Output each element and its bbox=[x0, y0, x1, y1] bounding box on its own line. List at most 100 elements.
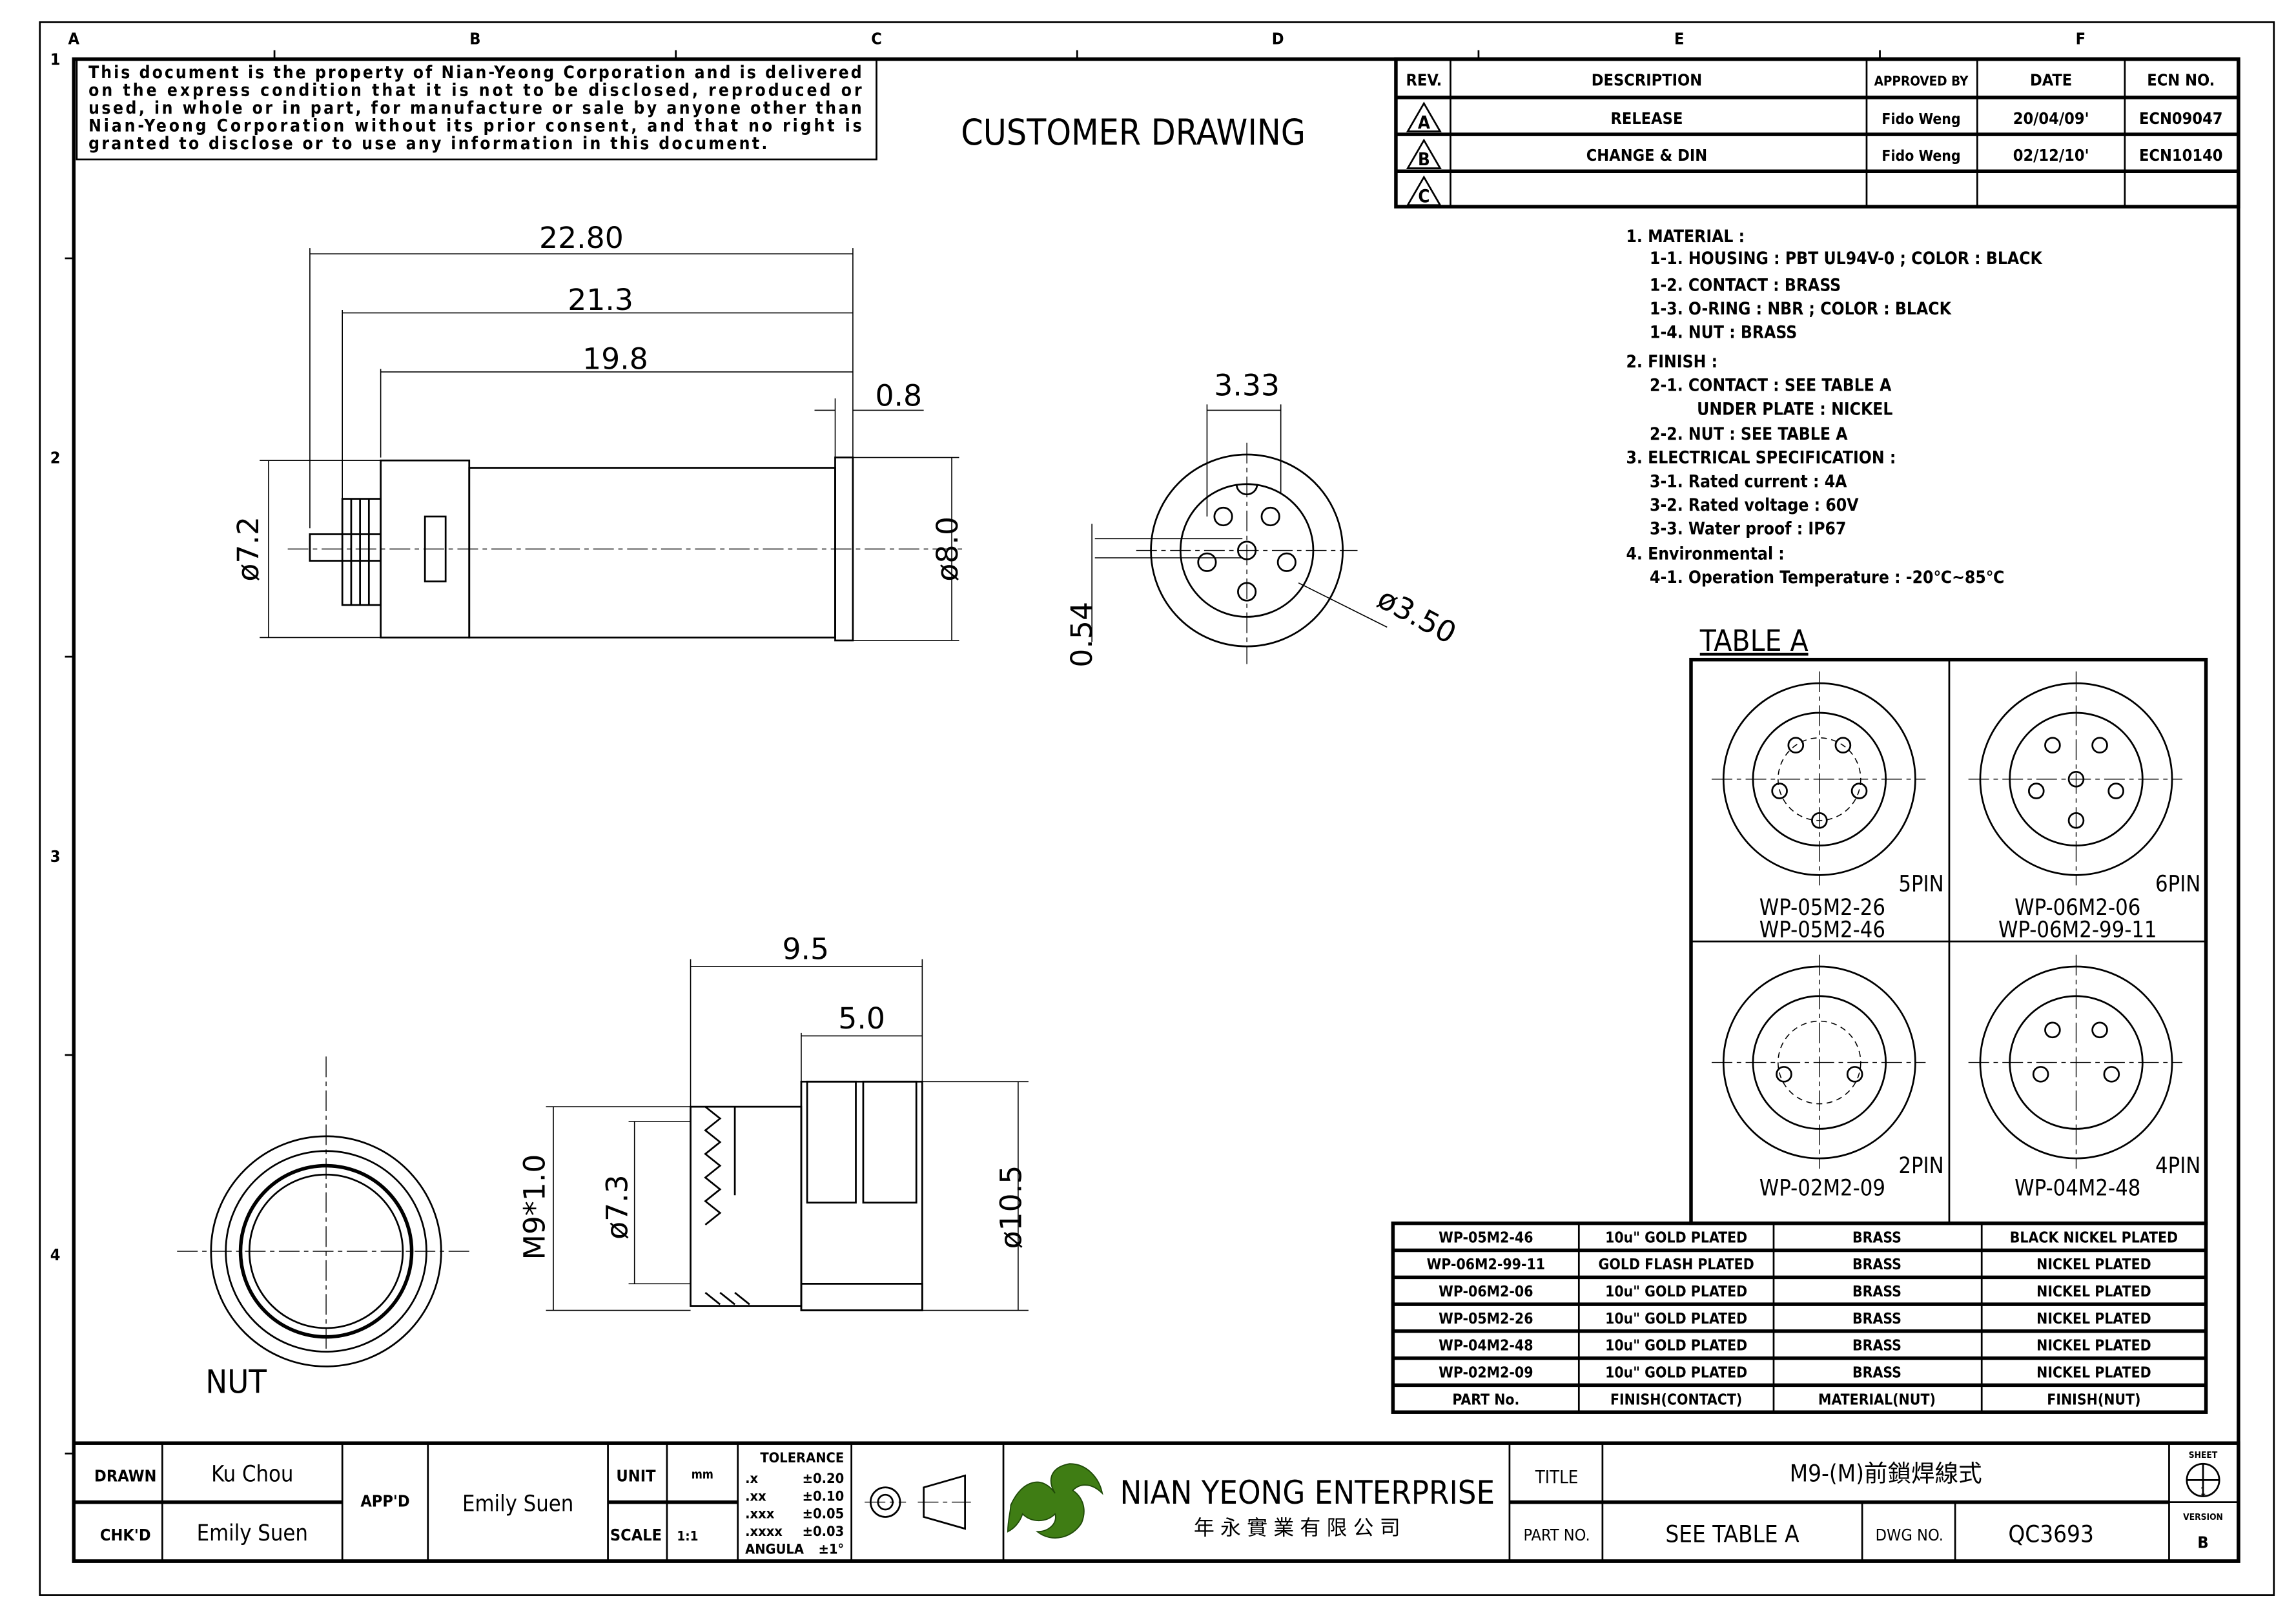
table-cell: BRASS bbox=[1852, 1229, 1901, 1246]
svg-text:2-2. NUT : SEE TABLE A: 2-2. NUT : SEE TABLE A bbox=[1650, 425, 1848, 444]
table-cell: 10u" GOLD PLATED bbox=[1605, 1338, 1747, 1355]
table-cell: WP-06M2-06 bbox=[1439, 1284, 1533, 1300]
title-block: DRAWN CHK'D APP'D UNIT SCALE mm 1:1 Ku C… bbox=[72, 1441, 2240, 1563]
svg-text:TOLERANCE: TOLERANCE bbox=[760, 1450, 844, 1466]
svg-text:SCALE: SCALE bbox=[610, 1526, 662, 1544]
table-cell: NICKEL PLATED bbox=[2036, 1284, 2151, 1300]
svg-text:3-2. Rated voltage : 60V: 3-2. Rated voltage : 60V bbox=[1650, 496, 1859, 515]
revision-table: REV. DESCRIPTION APPROVED BY DATE ECN NO… bbox=[1394, 57, 2240, 209]
svg-text:2PIN: 2PIN bbox=[1898, 1153, 1943, 1179]
svg-text:5PIN: 5PIN bbox=[1898, 871, 1943, 897]
svg-text:3.33: 3.33 bbox=[1214, 369, 1280, 403]
table-cell: 10u" GOLD PLATED bbox=[1605, 1311, 1747, 1327]
table-cell: WP-05M2-46 bbox=[1439, 1229, 1533, 1246]
pin-layout-2pin bbox=[1712, 954, 1926, 1169]
table-cell: BRASS bbox=[1852, 1364, 1901, 1381]
svg-text:PART NO.: PART NO. bbox=[1523, 1526, 1590, 1544]
svg-text:1: 1 bbox=[2200, 1485, 2206, 1497]
svg-text:Emily Suen: Emily Suen bbox=[462, 1491, 573, 1517]
svg-text:WP-02M2-09: WP-02M2-09 bbox=[1759, 1175, 1885, 1201]
svg-text:ø8.0: ø8.0 bbox=[930, 517, 965, 582]
svg-text:9.5: 9.5 bbox=[782, 932, 829, 967]
svg-text:A: A bbox=[68, 30, 80, 48]
grid-labels: A B C D E F 1 2 3 4 bbox=[50, 30, 2086, 1264]
svg-text:Nian-Yeong Corporation without: Nian-Yeong Corporation without its prior… bbox=[88, 117, 862, 136]
table-cell: 10u" GOLD PLATED bbox=[1605, 1229, 1747, 1246]
svg-text:ANGULA: ANGULA bbox=[745, 1542, 805, 1558]
svg-text:22.80: 22.80 bbox=[539, 221, 624, 255]
svg-text:±0.10: ±0.10 bbox=[803, 1488, 845, 1504]
drawing-title: CUSTOMER DRAWING bbox=[961, 112, 1306, 153]
svg-text:on the express condition tha: on the express condition that it is not … bbox=[88, 81, 862, 101]
svg-text:granted to disclose or to use: granted to disclose or to use any inform… bbox=[88, 134, 767, 154]
svg-text:B: B bbox=[1418, 150, 1430, 170]
svg-text:1-2. CONTACT : BRASS: 1-2. CONTACT : BRASS bbox=[1650, 276, 1841, 295]
pin-layout-6pin bbox=[1968, 671, 2183, 886]
svg-text:A: A bbox=[1418, 113, 1430, 133]
svg-text:WP-04M2-48: WP-04M2-48 bbox=[2014, 1175, 2140, 1201]
pin-layout-5pin bbox=[1712, 671, 1926, 886]
svg-text:CHANGE & DIN: CHANGE & DIN bbox=[1586, 146, 1707, 165]
table-header-cell: MATERIAL(NUT) bbox=[1818, 1391, 1936, 1408]
svg-text:C: C bbox=[1418, 187, 1430, 207]
svg-text:D: D bbox=[1272, 30, 1284, 48]
table-a: TABLE A 5PIN 6PIN 2PIN 4PIN WP-05M2-26 W… bbox=[1689, 624, 2208, 1225]
svg-text:M9*1.0: M9*1.0 bbox=[517, 1154, 551, 1260]
table-cell: 10u" GOLD PLATED bbox=[1605, 1364, 1747, 1381]
svg-text:Ku Chou: Ku Chou bbox=[211, 1462, 293, 1488]
svg-text:TITLE: TITLE bbox=[1535, 1468, 1579, 1488]
table-cell: BRASS bbox=[1852, 1338, 1901, 1355]
svg-text:21.3: 21.3 bbox=[568, 283, 633, 317]
table-header-cell: FINISH(NUT) bbox=[2047, 1391, 2140, 1408]
svg-text:6PIN: 6PIN bbox=[2155, 871, 2200, 897]
nut-front-view: NUT bbox=[177, 1056, 473, 1400]
svg-text:3. ELECTRICAL SPECIFICATION :: 3. ELECTRICAL SPECIFICATION : bbox=[1626, 449, 1896, 468]
table-cell: 10u" GOLD PLATED bbox=[1605, 1284, 1747, 1300]
svg-text:B: B bbox=[469, 30, 480, 48]
svg-text:4. Environmental :: 4. Environmental : bbox=[1626, 544, 1784, 564]
svg-text:Emily Suen: Emily Suen bbox=[197, 1520, 308, 1546]
svg-text:Fido Weng: Fido Weng bbox=[1881, 111, 1960, 128]
connector-side-view: 22.80 21.3 19.8 0.8 ø7.2 ø8.0 bbox=[231, 221, 967, 642]
table-cell: NICKEL PLATED bbox=[2036, 1338, 2151, 1355]
table-cell: NICKEL PLATED bbox=[2036, 1311, 2151, 1327]
svg-text:.xx: .xx bbox=[745, 1488, 766, 1504]
svg-text:1-3. O-RING : NBR ; COLOR : BL: 1-3. O-RING : NBR ; COLOR : BLACK bbox=[1650, 300, 1953, 319]
svg-text:ø7.2: ø7.2 bbox=[231, 517, 265, 582]
svg-text:M9-(M)前鎖焊線式: M9-(M)前鎖焊線式 bbox=[1790, 1460, 1982, 1488]
third-angle-projection-icon bbox=[865, 1474, 971, 1530]
svg-text:年 永 實 業 有 限 公 司: 年 永 實 業 有 限 公 司 bbox=[1194, 1515, 1400, 1540]
svg-text:NIAN YEONG ENTERPRISE: NIAN YEONG ENTERPRISE bbox=[1120, 1473, 1495, 1511]
svg-text:APP'D: APP'D bbox=[360, 1491, 409, 1510]
svg-text:SEE TABLE A: SEE TABLE A bbox=[1665, 1520, 1799, 1548]
svg-text:4PIN: 4PIN bbox=[2155, 1153, 2200, 1179]
svg-text:B: B bbox=[2197, 1533, 2208, 1551]
svg-text:WP-05M2-46: WP-05M2-46 bbox=[1759, 917, 1885, 943]
svg-text:4: 4 bbox=[50, 1245, 61, 1264]
table-cell: BRASS bbox=[1852, 1311, 1901, 1327]
svg-text:C: C bbox=[871, 30, 882, 48]
pin-layout-4pin bbox=[1968, 954, 2183, 1169]
svg-text:5.0: 5.0 bbox=[838, 1001, 885, 1036]
svg-text:.x: .x bbox=[745, 1471, 758, 1487]
table-cell: BLACK NICKEL PLATED bbox=[2010, 1229, 2178, 1246]
revision-triangle-icon bbox=[1406, 101, 1442, 207]
svg-text:UNDER PLATE : NICKEL: UNDER PLATE : NICKEL bbox=[1697, 400, 1892, 419]
svg-text:E: E bbox=[1674, 30, 1684, 48]
svg-text:ECN10140: ECN10140 bbox=[2139, 146, 2223, 165]
svg-text:QC3693: QC3693 bbox=[2008, 1520, 2094, 1548]
svg-text:02/12/10': 02/12/10' bbox=[2013, 146, 2089, 165]
parts-finish-table: WP-05M2-46 10u" GOLD PLATED BRASS BLACK NIC… bbox=[1391, 1221, 2208, 1414]
table-cell: WP-04M2-48 bbox=[1439, 1338, 1533, 1355]
svg-text:2. FINISH :: 2. FINISH : bbox=[1626, 353, 1717, 372]
svg-text:.xxxx: .xxxx bbox=[745, 1524, 783, 1540]
svg-text:2-1. CONTACT : SEE TABLE A: 2-1. CONTACT : SEE TABLE A bbox=[1650, 376, 1892, 396]
svg-text:F: F bbox=[2076, 30, 2086, 48]
svg-text:WP-06M2-06: WP-06M2-06 bbox=[2014, 895, 2140, 921]
svg-text:±0.05: ±0.05 bbox=[803, 1506, 845, 1522]
svg-text:RELEASE: RELEASE bbox=[1610, 109, 1683, 128]
svg-text:±0.20: ±0.20 bbox=[803, 1471, 845, 1487]
svg-text:3: 3 bbox=[50, 847, 61, 866]
svg-text:DWG NO.: DWG NO. bbox=[1876, 1526, 1943, 1544]
